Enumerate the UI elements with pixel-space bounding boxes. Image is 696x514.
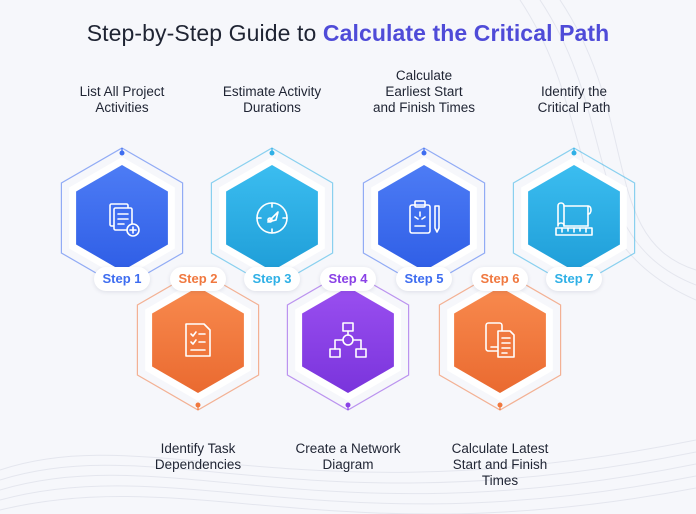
compass-icon [256,202,288,234]
step-6-label: Calculate Latest Start and Finish Times [451,441,549,488]
step-4-hexagon [286,269,410,411]
step-3-pill: Step 3 [244,267,300,291]
hexagon-fill [528,165,620,271]
connector-dot [497,402,503,408]
connector-dot [195,402,201,408]
step-5-pill: Step 5 [396,267,452,291]
step-2-label: Identify Task Dependencies [154,441,242,472]
hexagon-fill [302,287,394,393]
step-7-pill: Step 7 [546,267,602,291]
step-2-hexagon [136,269,260,411]
blueprint-ruler-icon [555,202,593,236]
step-5-hexagon [362,147,486,289]
step-4-pill: Step 4 [320,267,376,291]
step-7-label: Identify the Critical Path [537,84,611,115]
step-2-pill: Step 2 [170,267,226,291]
network-diagram-icon [329,322,367,358]
connector-dot [421,150,427,156]
checklist-document-icon [185,323,211,357]
title-prefix: Step-by-Step Guide to [86,20,323,46]
connector-dot [571,150,577,156]
step-1-pill: Step 1 [94,267,150,291]
step-3-hexagon [210,147,334,289]
tablet-documents-icon [485,322,515,358]
step-4-label: Create a Network Diagram [295,441,401,472]
connector-dot [345,402,351,408]
connector-dot [119,150,125,156]
hexagon-fill [152,287,244,393]
step-1-hexagon [60,147,184,289]
step-7-hexagon [512,147,636,289]
step-6-hexagon [438,269,562,411]
documents-add-icon [109,203,140,237]
title-highlight: Calculate the Critical Path [322,20,610,46]
step-6-pill: Step 6 [472,267,528,291]
step-1-label: List All Project Activities [79,84,165,115]
step-5-label: Calculate Earliest Start and Finish Time… [372,68,476,115]
page-title: Step-by-Step Guide to Calculate the Crit… [0,20,696,47]
step-3-label: Estimate Activity Durations [222,84,322,115]
connector-dot [269,150,275,156]
clipboard-pen-icon [409,200,440,234]
